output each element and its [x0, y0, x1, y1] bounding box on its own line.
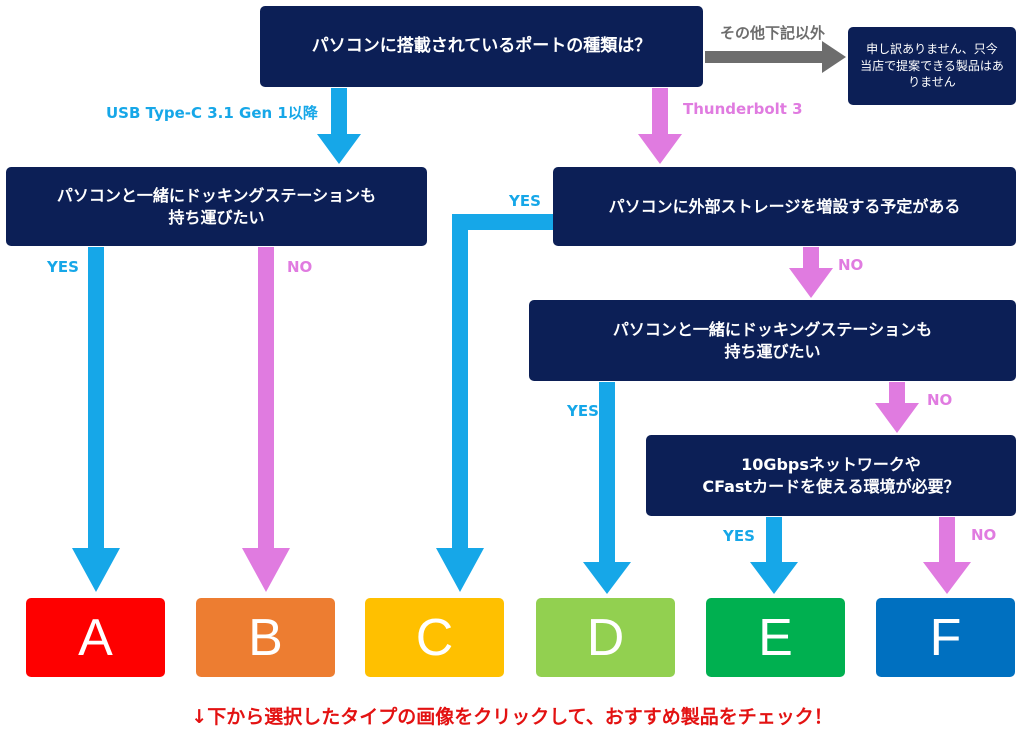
label-q2-yes: YES — [47, 258, 79, 276]
arrow-other — [705, 41, 846, 73]
footer-instruction: ↓下から選択したタイプの画像をクリックして、おすすめ製品をチェック！ — [191, 706, 833, 728]
node-port-type-question: パソコンに搭載されているポートの種類は？ — [260, 6, 703, 87]
node-carry-dock-question-left: パソコンと一緒にドッキングステーションも 持ち運びたい — [6, 167, 427, 246]
arrow-usb-c — [317, 88, 361, 164]
node-carry-dock-question-right: パソコンと一緒にドッキングステーションも 持ち運びたい — [529, 300, 1016, 381]
node-carry-dock-right-line-2: 持ち運びたい — [724, 341, 821, 361]
label-thunderbolt: Thunderbolt 3 — [683, 100, 803, 118]
arrow-q4-no — [875, 382, 919, 433]
node-port-type-text: パソコンに搭載されているポートの種類は？ — [311, 36, 652, 57]
arrow-q2-yes — [72, 247, 120, 592]
arrow-q3-no — [789, 247, 833, 298]
node-external-storage-text: パソコンに外部ストレージを増設する予定がある — [608, 196, 961, 216]
result-b-button[interactable]: B — [196, 598, 335, 677]
node-10gbps-cfast-line-2: CFastカードを使える環境が必要？ — [702, 476, 960, 496]
node-10gbps-cfast-question: 10Gbpsネットワークや CFastカードを使える環境が必要？ — [646, 435, 1016, 516]
label-usb-c: USB Type-C 3.1 Gen 1以降 — [106, 104, 318, 122]
result-f-button[interactable]: F — [876, 598, 1015, 677]
result-a-button[interactable]: A — [26, 598, 165, 677]
arrow-q3-yes — [436, 214, 553, 592]
arrow-q5-no — [923, 517, 971, 594]
arrow-thunderbolt — [638, 88, 682, 164]
arrow-q2-no — [242, 247, 290, 592]
node-no-product-line-2: 当店で提案できる製品はあ — [860, 58, 1004, 73]
node-carry-dock-left-line-2: 持ち運びたい — [168, 207, 265, 227]
label-q3-yes: YES — [509, 192, 541, 210]
result-c-button[interactable]: C — [365, 598, 504, 677]
node-no-product: 申し訳ありません、只今 当店で提案できる製品はあ りません — [848, 27, 1016, 105]
label-q4-no: NO — [927, 391, 953, 409]
node-10gbps-cfast-line-1: 10Gbpsネットワークや — [741, 454, 921, 474]
result-d-button[interactable]: D — [536, 598, 675, 677]
node-external-storage-question: パソコンに外部ストレージを増設する予定がある — [553, 167, 1016, 246]
label-q2-no: NO — [287, 258, 313, 276]
label-q5-yes: YES — [723, 527, 755, 545]
result-e-button[interactable]: E — [706, 598, 845, 677]
node-no-product-line-1: 申し訳ありません、只今 — [866, 41, 998, 56]
label-q5-no: NO — [971, 526, 997, 544]
node-no-product-line-3: りません — [908, 75, 956, 90]
node-carry-dock-right-line-1: パソコンと一緒にドッキングステーションも — [612, 319, 933, 339]
label-other-branch: その他下記以外 — [720, 24, 826, 42]
arrow-q4-yes — [583, 382, 631, 594]
label-q3-no: NO — [838, 256, 864, 274]
node-carry-dock-left-line-1: パソコンと一緒にドッキングステーションも — [56, 185, 377, 205]
arrow-q5-yes — [750, 517, 798, 594]
label-q4-yes: YES — [567, 402, 599, 420]
